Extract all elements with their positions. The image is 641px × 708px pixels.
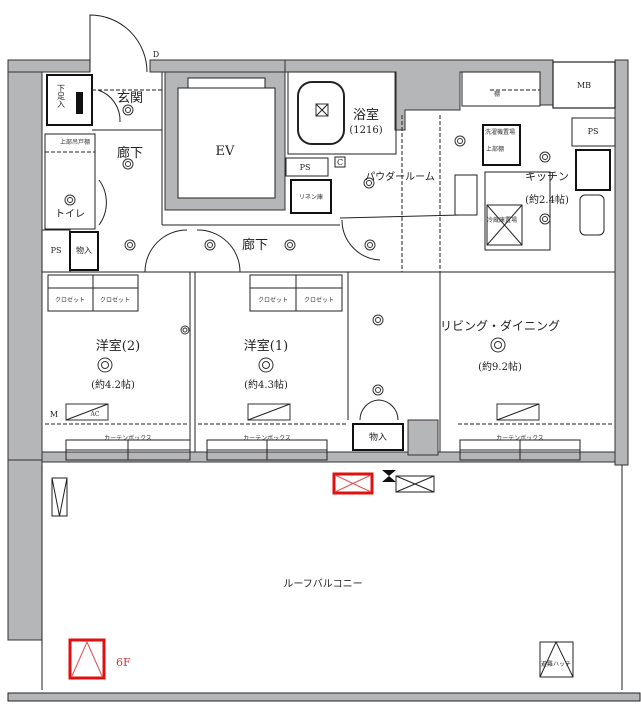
label-closet: クロゼット xyxy=(258,296,288,304)
label-toilet: トイレ xyxy=(55,209,85,220)
label-living-dining: リビング・ダイニング xyxy=(440,318,560,333)
label-floor: 6F xyxy=(116,656,131,669)
label-roof-balcony: ルーフバルコニー xyxy=(283,578,362,590)
label-western-room-1: 洋室(1) xyxy=(244,338,288,354)
label-washer-space: 洗濯機置場 xyxy=(485,128,515,136)
label-ac-mark: AC xyxy=(90,411,100,418)
label-living-dining-size: (約9.2帖) xyxy=(478,360,522,373)
label-evacuation-hatch: 避難ハッチ xyxy=(541,660,571,668)
label-ps-bath: PS xyxy=(300,163,311,172)
label-ps-left: PS xyxy=(51,246,62,255)
label-hallway-1: 廊下 xyxy=(117,145,143,161)
label-upper-shelf: 上部棚 xyxy=(486,145,504,153)
label-c-mark: C xyxy=(337,158,343,167)
ceiling-lights xyxy=(64,104,551,396)
floor-hatch-marker xyxy=(68,638,106,680)
label-western-room-1-size: (約4.3帖) xyxy=(244,378,288,391)
doors xyxy=(89,14,399,421)
label-bathroom: 浴室 xyxy=(353,107,379,123)
label-entrance: 玄関 xyxy=(117,91,143,106)
label-powder-room: パウダールーム xyxy=(365,170,435,183)
highlight-marker xyxy=(332,472,374,495)
label-meter-box: MB xyxy=(577,81,591,90)
label-curtain-box: カーテンボックス xyxy=(104,434,152,442)
windows xyxy=(65,403,581,461)
label-elevator: EV xyxy=(216,144,235,159)
label-shoe-storage: 下足入 xyxy=(57,84,66,108)
walls xyxy=(7,59,629,641)
label-d-mark: D xyxy=(153,50,159,59)
label-storage-mid: 物入 xyxy=(369,431,387,443)
label-ps-kitchen: PS xyxy=(588,127,599,136)
label-kitchen-size: (約2.4帖) xyxy=(525,193,569,206)
label-curtain-box: カーテンボックス xyxy=(496,434,544,442)
label-linen-closet: リネン庫 xyxy=(299,193,323,201)
room-labels: 下足入 玄関 廊下 EV 上部吊戸棚 トイレ PS 物入 廊下 クロゼット クロ… xyxy=(50,50,599,669)
label-closet: クロゼット xyxy=(100,296,130,304)
roof-balcony-area xyxy=(7,465,641,702)
interior-lines xyxy=(41,71,616,452)
label-closet: クロゼット xyxy=(304,296,334,304)
label-western-room-2: 洋室(2) xyxy=(96,338,140,354)
label-shelf: 棚 xyxy=(494,90,500,98)
label-curtain-box: カーテンボックス xyxy=(243,434,291,442)
label-closet: クロゼット xyxy=(55,296,85,304)
label-toilet-upper-cabinet: 上部吊戸棚 xyxy=(60,138,90,146)
label-kitchen: キッチン xyxy=(525,170,569,183)
label-storage-left: 物入 xyxy=(76,245,92,255)
label-western-room-2-size: (約4.2帖) xyxy=(91,378,135,391)
label-bathroom-size: (1216) xyxy=(349,125,382,136)
label-m-mark: M xyxy=(50,410,58,419)
label-hallway-2: 廊下 xyxy=(242,237,268,253)
label-fridge-space: 冷蔵庫置場 xyxy=(487,216,517,224)
